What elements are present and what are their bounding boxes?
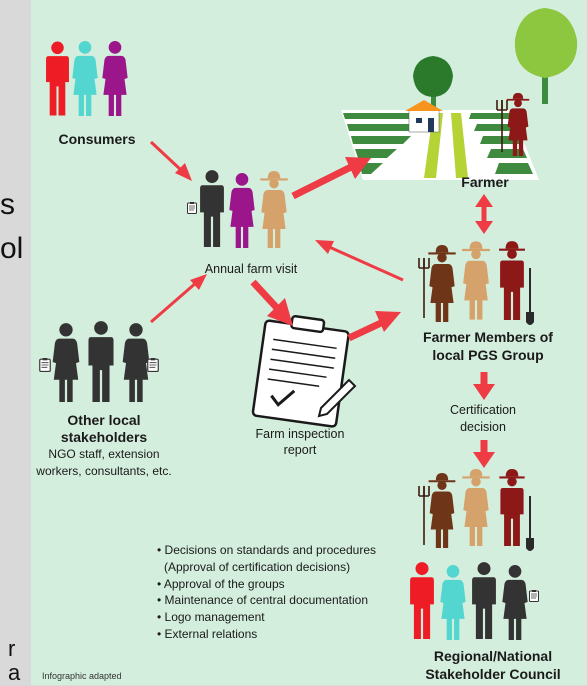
cutoff-text-ol: ol: [0, 232, 24, 265]
council-farmer-icon: [499, 469, 525, 546]
council-stakeholder-icon: [472, 562, 496, 639]
other-stakeholders-sub-2: workers, consultants, etc.: [36, 464, 172, 478]
consumers-label: Consumers: [58, 131, 136, 147]
farmer-label: Farmer: [461, 174, 509, 190]
council-line-2: Stakeholder Council: [425, 666, 561, 682]
tree-icon: [514, 8, 578, 104]
stakeholder-woman-icon: [122, 323, 150, 402]
cutoff-text-s: s: [0, 188, 15, 221]
council-stakeholder-icon: [502, 565, 528, 640]
pitchfork-icon: [418, 486, 430, 545]
arrow-certification-to-council: [473, 440, 495, 468]
arrow-visit-to-farmer: [291, 157, 371, 200]
pitchfork-icon: [496, 100, 508, 152]
council-duty-item: (Approval of certification decisions): [164, 559, 351, 574]
consumer-woman-icon: [72, 41, 98, 116]
clipboard-icon: [39, 358, 51, 372]
clipboard-icon: [529, 590, 539, 602]
consumer-woman-icon: [102, 41, 128, 116]
consumers-group: [46, 41, 128, 116]
visitor-woman-icon: [229, 173, 255, 248]
stakeholder-man-icon: [88, 321, 114, 402]
clipboard-icon: [147, 358, 159, 372]
council-duty-item: • Decisions on standards and procedures: [157, 543, 376, 557]
farm-scene: [341, 8, 578, 180]
visitor-man-icon: [200, 170, 224, 247]
council-consumer-icon: [440, 565, 466, 640]
certification-label: Certification decision: [423, 402, 543, 436]
left-background: [0, 0, 31, 685]
pgs-diagram: [39, 8, 578, 640]
consumer-man-icon: [46, 41, 69, 116]
council-duty-item: • Logo management: [157, 610, 265, 625]
council-farmer-icon: [428, 473, 456, 548]
infographic-credit: Infographic adapted: [42, 671, 122, 681]
farmer-members-line-1: Farmer Members of: [423, 329, 553, 345]
arrows: [149, 140, 495, 468]
pen-icon: [317, 378, 357, 418]
other-stakeholders-label: Other local stakeholders NGO staff, exte…: [31, 412, 177, 480]
shovel-icon: [526, 496, 534, 551]
arrow-farmer-members-bidirectional: [475, 194, 493, 234]
council-duty-item: • Maintenance of central documentation: [157, 593, 368, 608]
inspection-line-2: report: [283, 443, 317, 457]
other-stakeholders-line-2: stakeholders: [60, 429, 148, 445]
council-duty-item: • Approval of the groups: [157, 576, 285, 591]
other-stakeholders-line-1: Other local: [67, 412, 141, 428]
cutoff-text-a: a: [8, 660, 21, 685]
member-woman-icon: [428, 245, 456, 322]
annual-visit-label: Annual farm visit: [204, 262, 298, 276]
council-label: Regional/National Stakeholder Council: [403, 647, 583, 683]
farmer-members-line-2: local PGS Group: [432, 347, 544, 363]
infographic-panel: Consumers Farmer Annual farm visit Farme…: [31, 0, 587, 685]
arrow-stakeholders-to-visit: [150, 274, 207, 324]
inspection-report-label: Farm inspection report: [245, 426, 355, 458]
stakeholders-group: [39, 321, 159, 402]
council-farmer-icon: [462, 469, 490, 546]
member-man-icon: [499, 241, 525, 320]
arrow-members-to-visit: [315, 240, 404, 282]
other-stakeholders-sub-1: NGO staff, extension: [48, 447, 160, 461]
clipboard-icon: [187, 202, 197, 214]
farmer-members-label: Farmer Members of local PGS Group: [393, 328, 583, 364]
council-group: [410, 469, 539, 640]
inspection-line-1: Farm inspection: [255, 427, 345, 441]
arrow-consumers-to-visit: [149, 140, 192, 181]
cutoff-text-r: r: [8, 636, 16, 661]
member-woman-icon: [462, 241, 490, 320]
stakeholder-woman-icon: [52, 323, 80, 402]
farmhouse-icon: [405, 100, 443, 133]
visitor-farmer-woman-icon: [260, 171, 288, 248]
visit-group: [187, 170, 288, 248]
tree-icon: [413, 56, 453, 112]
certification-line-1: Certification: [450, 403, 516, 417]
arrow-visit-to-report: [250, 279, 293, 326]
council-consumer-icon: [410, 562, 434, 639]
arrow-members-to-certification: [473, 372, 495, 400]
shovel-icon: [526, 268, 534, 325]
farmer-members-group: [418, 241, 534, 325]
council-line-1: Regional/National: [433, 648, 553, 664]
pitchfork-icon: [418, 258, 430, 318]
council-duties-list: • Decisions on standards and procedures …: [157, 542, 376, 643]
council-duty-item: • External relations: [157, 626, 258, 641]
certification-line-2: decision: [460, 420, 506, 434]
arrow-report-to-members: [347, 311, 401, 342]
inspection-report-icon: [251, 315, 350, 428]
